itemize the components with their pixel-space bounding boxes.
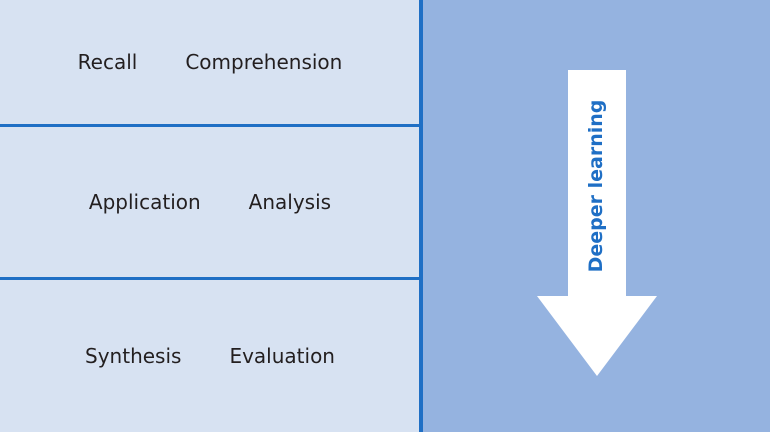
level-item-recall: Recall <box>77 50 138 74</box>
level-item-evaluation: Evaluation <box>229 343 335 368</box>
level-row-3: Synthesis Evaluation <box>0 279 420 432</box>
deeper-learning-arrow <box>537 70 657 376</box>
panel-divider <box>419 0 423 432</box>
level-item-synthesis: Synthesis <box>85 343 182 368</box>
levels-panel: Recall Comprehension Application Analysi… <box>0 0 420 432</box>
level-row-2: Application Analysis <box>0 126 420 277</box>
level-item-analysis: Analysis <box>248 189 332 214</box>
level-row-1: Recall Comprehension <box>0 0 420 124</box>
row-divider <box>0 124 420 127</box>
level-item-comprehension: Comprehension <box>185 50 343 74</box>
row-divider <box>0 277 420 280</box>
level-item-application: Application <box>88 189 201 214</box>
arrow-label: Deeper learning <box>585 99 607 273</box>
